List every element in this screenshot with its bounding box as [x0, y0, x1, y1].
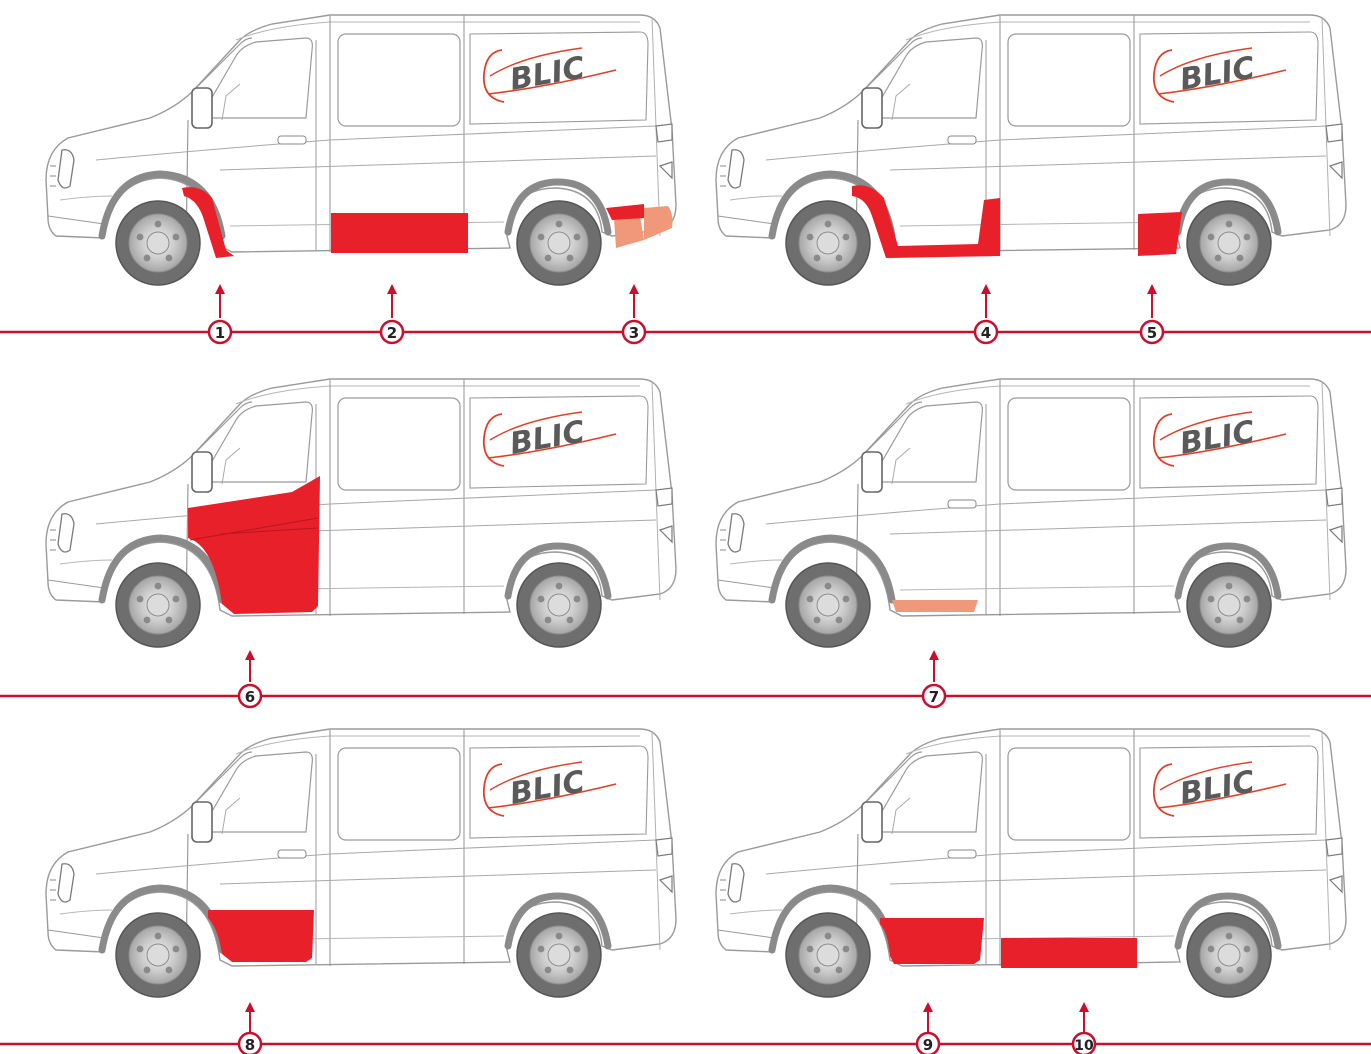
van-4: BLIC — [716, 379, 1346, 647]
marker-2-label: 2 — [387, 324, 397, 342]
marker-10: 10 — [1073, 1002, 1095, 1054]
marker-3-label: 3 — [629, 324, 639, 342]
highlight-rear-bumper-corner-salmon — [614, 216, 644, 248]
marker-7-label: 7 — [929, 688, 939, 706]
highlight-rear-arch-lower — [1138, 212, 1182, 256]
highlight-front-door-lower — [208, 910, 314, 962]
marker-1-label: 1 — [215, 324, 225, 342]
marker-6-label: 6 — [245, 688, 255, 706]
marker-4: 4 — [975, 284, 997, 343]
marker-5-label: 5 — [1147, 324, 1157, 342]
marker-8: 8 — [239, 1002, 261, 1054]
marker-4-label: 4 — [981, 324, 991, 342]
van-2: BLIC — [716, 15, 1346, 285]
marker-5: 5 — [1141, 284, 1163, 343]
highlight-front-door-lower-2 — [880, 918, 984, 964]
marker-8-label: 8 — [245, 1036, 255, 1054]
marker-6: 6 — [239, 650, 261, 707]
highlight-front-door-sill-strip — [892, 600, 978, 612]
highlight-sliding-door-lower — [1001, 938, 1137, 968]
marker-9-label: 9 — [923, 1036, 933, 1054]
highlight-sliding-door-sill — [331, 213, 468, 253]
van-6: BLIC — [716, 729, 1346, 997]
highlight-rear-bumper-end — [644, 206, 673, 240]
van-1: BLIC — [46, 15, 676, 285]
marker-7: 7 — [923, 650, 945, 707]
marker-10-label: 10 — [1074, 1038, 1094, 1054]
marker-9: 9 — [917, 1002, 939, 1054]
marker-2: 2 — [381, 284, 403, 343]
marker-3: 3 — [623, 284, 645, 343]
van-5: BLIC — [46, 729, 676, 997]
marker-1: 1 — [209, 284, 231, 343]
van-3: BLIC — [46, 379, 676, 647]
